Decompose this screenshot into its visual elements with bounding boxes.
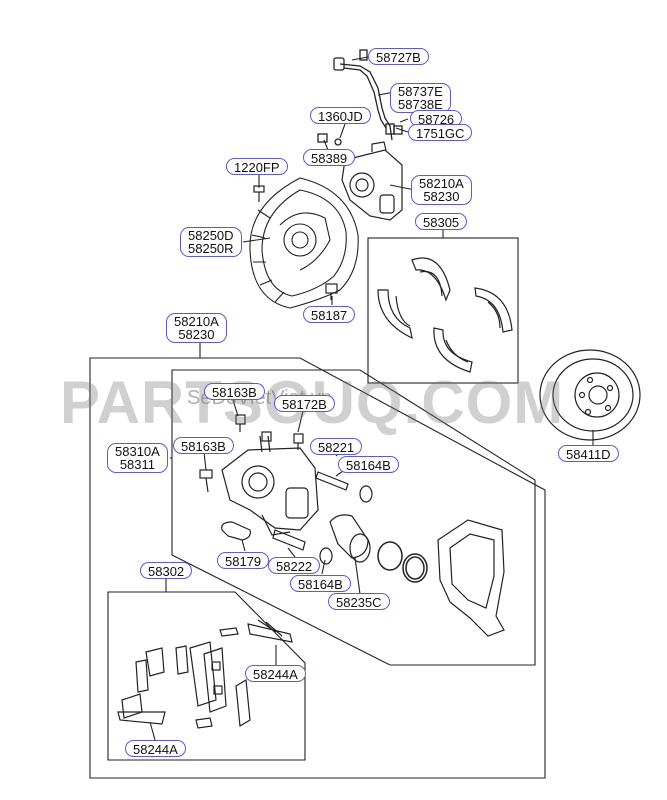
piston-seal-icon	[377, 541, 428, 583]
brake-pad-icon	[117, 619, 293, 729]
part-label-58310A-58311[interactable]: 58310A 58311	[107, 443, 168, 473]
caliper-subgroup-frame	[171, 369, 536, 666]
part-number: 58310A	[115, 444, 160, 459]
part-label-58187[interactable]: 58187	[303, 306, 356, 323]
piston-icon	[329, 514, 371, 563]
caliper-assembly-frame	[89, 357, 546, 779]
part-number: 58230	[178, 327, 215, 342]
part-number: 58230	[423, 189, 460, 204]
part-label-58250D-58250R[interactable]: 58250D 58250R	[180, 227, 242, 257]
part-label-58210A-58230-top[interactable]: 58210A 58230	[411, 175, 472, 205]
part-label-58305[interactable]: 58305	[415, 213, 468, 230]
pad-kit-frame	[107, 591, 306, 761]
part-label-1360JD[interactable]: 1360JD	[310, 107, 371, 124]
part-label-58244A-right[interactable]: 58244A	[245, 665, 306, 682]
part-label-58172B[interactable]: 58172B	[274, 395, 335, 412]
part-label-1220FP[interactable]: 1220FP	[226, 158, 288, 175]
brake-shoe-icon	[377, 257, 513, 373]
bolt-icon	[253, 185, 265, 202]
part-label-58164B-upper[interactable]: 58164B	[338, 456, 399, 473]
part-label-1751GC[interactable]: 1751GC	[408, 124, 473, 141]
nut-icon	[325, 283, 338, 300]
brake-hose-icon	[317, 49, 403, 146]
part-label-58221[interactable]: 58221	[310, 438, 363, 455]
part-label-58179[interactable]: 58179	[217, 552, 270, 569]
part-number: 58210A	[419, 176, 464, 191]
part-number: 58210A	[174, 314, 219, 329]
part-number: 58737E	[398, 84, 443, 99]
caliper-body-icon	[221, 435, 319, 536]
brake-disc-icon	[539, 349, 641, 441]
backing-plate-icon	[249, 177, 359, 309]
part-label-58163B-top[interactable]: 58163B	[204, 383, 265, 400]
part-label-58244A-left[interactable]: 58244A	[125, 740, 186, 757]
part-label-58411D[interactable]: 58411D	[558, 445, 619, 462]
part-number: 58250D	[188, 228, 234, 243]
caliper-carrier-icon	[437, 519, 505, 637]
parking-caliper-icon	[341, 141, 403, 221]
part-label-58235C[interactable]: 58235C	[328, 593, 390, 610]
part-number: 58250R	[188, 241, 234, 256]
part-number: 58311	[119, 457, 155, 472]
part-number: 58738E	[398, 97, 443, 112]
part-label-58727B[interactable]: 58727B	[368, 48, 429, 65]
part-label-58302[interactable]: 58302	[140, 562, 193, 579]
guide-pin-icon	[199, 414, 373, 565]
part-label-58737E-58738E[interactable]: 58737E 58738E	[390, 83, 451, 113]
part-label-58164B-lower[interactable]: 58164B	[290, 575, 351, 592]
part-label-58389[interactable]: 58389	[303, 149, 356, 166]
part-label-58210A-58230-mid[interactable]: 58210A 58230	[166, 313, 227, 343]
part-label-58163B-left[interactable]: 58163B	[173, 437, 234, 454]
part-label-58222[interactable]: 58222	[268, 557, 321, 574]
